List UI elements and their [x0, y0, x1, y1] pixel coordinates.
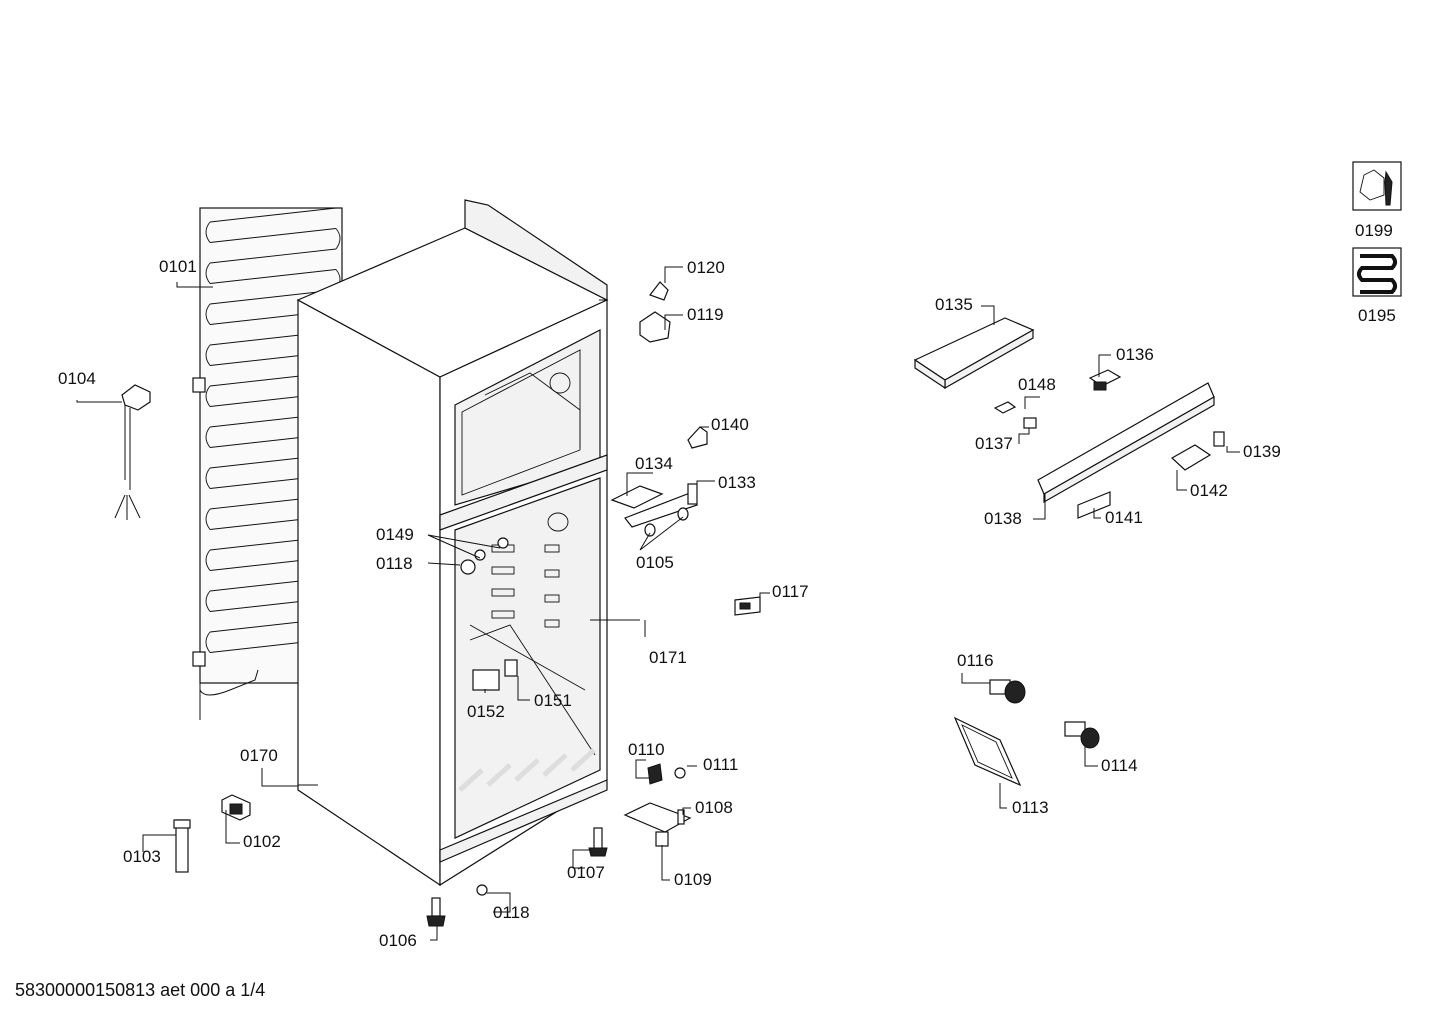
label-0138[interactable]: 0138 [984, 509, 1022, 528]
label-0108[interactable]: 0108 [695, 798, 733, 817]
label-0152[interactable]: 0152 [467, 702, 505, 721]
label-0105[interactable]: 0105 [636, 553, 674, 572]
part-0114-lamp-bulb[interactable] [1064, 721, 1100, 749]
label-0140[interactable]: 0140 [711, 415, 749, 434]
power-cord[interactable] [114, 384, 151, 520]
part-0117-connector[interactable] [734, 596, 761, 616]
part-0103-spacer[interactable] [173, 819, 191, 873]
label-0114[interactable]: 0114 [1101, 756, 1138, 775]
label-0135[interactable]: 0135 [935, 295, 973, 314]
part-0135-control-housing[interactable] [913, 317, 1035, 390]
part-0136-thermostat[interactable] [1088, 369, 1122, 391]
label-0139[interactable]: 0139 [1243, 442, 1281, 461]
label-0141[interactable]: 0141 [1105, 508, 1143, 527]
label-0110[interactable]: 0110 [628, 740, 665, 759]
part-0139-lens[interactable] [1213, 431, 1225, 447]
label-0151[interactable]: 0151 [534, 691, 572, 710]
part-0107-foot[interactable] [588, 827, 608, 857]
label-0120[interactable]: 0120 [687, 258, 725, 277]
label-0171[interactable]: 0171 [649, 648, 687, 667]
part-0106-foot[interactable] [426, 897, 446, 927]
part-0109-hinge-bottom[interactable] [623, 802, 692, 847]
part-0151-latch[interactable] [504, 659, 518, 677]
part-0119-hinge-top[interactable] [639, 311, 671, 343]
label-0134[interactable]: 0134 [635, 454, 673, 473]
label-0118-top[interactable]: 0118 [376, 554, 413, 573]
label-0195[interactable]: 0195 [1358, 306, 1396, 325]
refrigerator-cabinet[interactable] [296, 199, 640, 887]
document-code: 58300000150813 aet 000 a 1/4 [15, 980, 266, 1000]
part-0120-hinge-cover[interactable] [649, 281, 669, 301]
label-0111[interactable]: 0111 [703, 755, 738, 774]
part-0133-hinge-middle[interactable] [624, 483, 698, 528]
label-0109[interactable]: 0109 [674, 870, 712, 889]
part-0113-lamp-housing[interactable] [953, 716, 1022, 787]
part-0108-pin[interactable] [677, 809, 685, 825]
label-0102[interactable]: 0102 [243, 832, 281, 851]
part-0105-bushing[interactable] [644, 507, 689, 537]
part-0148-switch[interactable] [993, 401, 1017, 414]
part-0142-light-cover[interactable] [1170, 444, 1212, 471]
label-0113[interactable]: 0113 [1012, 798, 1049, 817]
label-0101[interactable]: 0101 [159, 257, 197, 276]
part-0118-plug-bottom[interactable] [476, 884, 488, 896]
label-0104[interactable]: 0104 [58, 369, 96, 388]
leader-lines [76, 266, 1240, 941]
label-0107[interactable]: 0107 [567, 863, 605, 882]
part-0110-cap[interactable] [647, 763, 663, 785]
label-0170[interactable]: 0170 [240, 746, 278, 765]
part-0118-plug-top[interactable] [460, 559, 476, 575]
label-0106[interactable]: 0106 [379, 931, 417, 950]
part-0102-clip[interactable] [221, 794, 251, 821]
label-0133[interactable]: 0133 [718, 473, 756, 492]
legend-0195-heat-exchanger-icon [1352, 247, 1402, 297]
label-0199[interactable]: 0199 [1355, 221, 1393, 240]
label-0137[interactable]: 0137 [975, 434, 1013, 453]
label-0136[interactable]: 0136 [1116, 345, 1154, 364]
label-0149[interactable]: 0149 [376, 525, 414, 544]
label-0142[interactable]: 0142 [1190, 481, 1228, 500]
label-0118-bottom[interactable]: 0118 [493, 903, 530, 922]
label-0119[interactable]: 0119 [687, 305, 724, 324]
legend-0199-service-tool-icon [1352, 161, 1402, 211]
part-labels: 0101 0104 0170 0103 0102 0106 0118 0107 … [58, 221, 1396, 950]
part-0141-label[interactable] [1077, 491, 1111, 519]
label-0116[interactable]: 0116 [957, 651, 994, 670]
label-0103[interactable]: 0103 [123, 847, 161, 866]
part-0138-control-panel[interactable] [1037, 382, 1215, 504]
part-0149-plug[interactable] [474, 537, 509, 561]
part-0152-bracket[interactable] [472, 669, 500, 691]
label-0148[interactable]: 0148 [1018, 375, 1056, 394]
part-0116-lamp-socket[interactable] [989, 679, 1026, 704]
part-0111-cap[interactable] [674, 767, 686, 779]
part-0137-knob[interactable] [1023, 417, 1037, 429]
label-0117[interactable]: 0117 [772, 582, 809, 601]
part-0140-pin[interactable] [687, 426, 708, 449]
part-0134-hinge-plate[interactable] [610, 485, 664, 509]
